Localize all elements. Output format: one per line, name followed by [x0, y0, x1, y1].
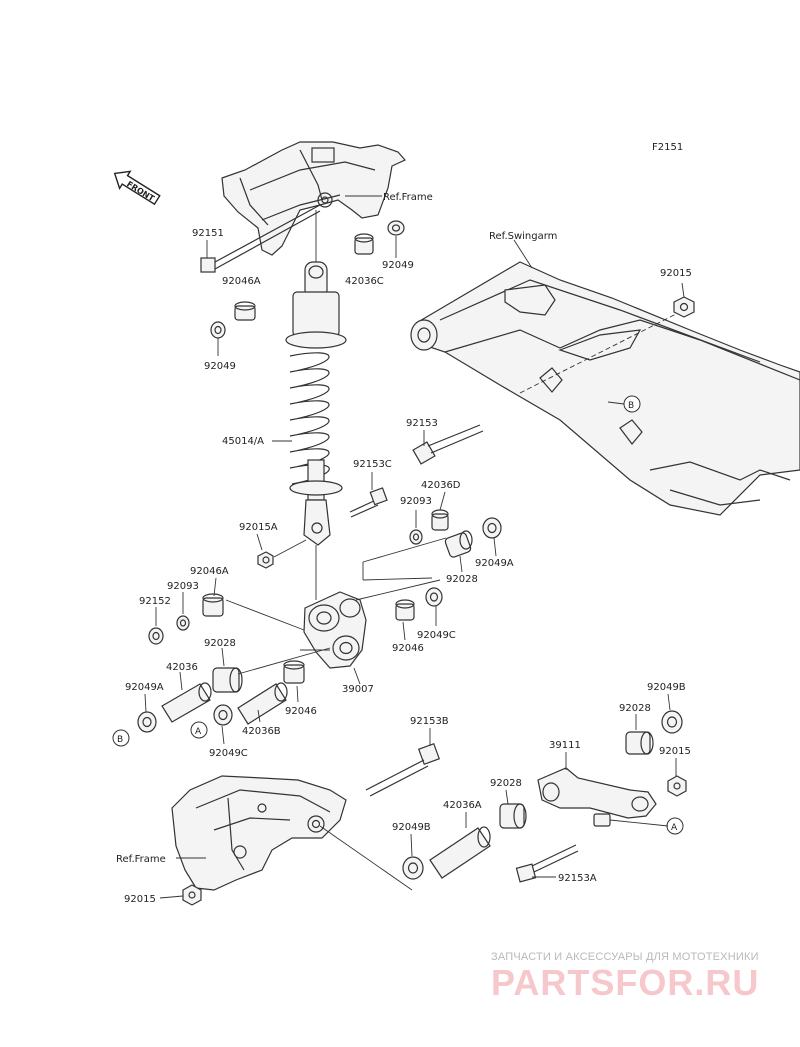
washer-92049b-top	[661, 710, 683, 734]
callout-b-swingarm: B	[623, 395, 641, 413]
collar-42036b	[237, 682, 288, 725]
bolt-92153c	[349, 487, 388, 518]
sleeve-92028-left	[212, 667, 243, 693]
washer-92093-left	[176, 615, 190, 631]
label-92153a: 92153A	[558, 873, 597, 884]
callout-b-left: B	[112, 729, 130, 747]
sleeve-92028-mid	[499, 803, 527, 829]
collar-42036c	[354, 233, 374, 255]
bushing-92046-left	[283, 660, 305, 684]
label-92049c-right: 92049C	[417, 630, 456, 641]
part-labels: F2151 Ref.Frame Ref.Swingarm Ref.Frame 9…	[116, 142, 692, 905]
label-92046a-left: 92046A	[190, 566, 229, 577]
label-92046-right: 92046	[392, 643, 424, 654]
collar-42036a	[429, 826, 491, 879]
label-92028-mid: 92028	[490, 778, 522, 789]
label-92049-left: 92049	[204, 361, 236, 372]
svg-text:B: B	[117, 735, 123, 745]
washer-92049-left	[210, 321, 226, 339]
bushing-92046-right	[395, 599, 415, 621]
ref-frame-bottom: Ref.Frame	[116, 854, 166, 865]
label-92093-left: 92093	[167, 581, 199, 592]
label-92049a-right: 92049A	[475, 558, 514, 569]
washer-92152	[148, 627, 164, 645]
bolt-92153	[412, 424, 484, 465]
tie-rod-39111	[537, 767, 657, 827]
bushing-92046a-left	[202, 593, 224, 617]
nut-92015-bottom	[182, 884, 202, 906]
diagram-code: F2151	[652, 142, 683, 153]
label-92049b-mid: 92049B	[392, 822, 431, 833]
label-92151: 92151	[192, 228, 224, 239]
label-92049b-top: 92049B	[647, 682, 686, 693]
ref-swingarm: Ref.Swingarm	[489, 231, 557, 242]
front-arrow-icon: FRONT	[113, 170, 161, 206]
label-92153c: 92153C	[353, 459, 392, 470]
label-42036: 42036	[166, 662, 198, 673]
label-42036b: 42036B	[242, 726, 281, 737]
label-92028-right: 92028	[446, 574, 478, 585]
bolt-92151	[200, 204, 321, 273]
washer-92049c-left	[213, 704, 233, 726]
label-92015-bottom: 92015	[124, 894, 156, 905]
washer-92093-right	[409, 529, 423, 545]
label-45014a: 45014/A	[222, 436, 264, 447]
relay-arm-39007	[303, 591, 367, 669]
bolt-92153a	[515, 844, 579, 883]
label-92046a-top: 92046A	[222, 276, 261, 287]
svg-text:B: B	[628, 401, 634, 411]
label-92152: 92152	[139, 596, 171, 607]
label-42036c: 42036C	[345, 276, 384, 287]
label-92028-left: 92028	[204, 638, 236, 649]
callout-a-left: A	[190, 721, 208, 739]
label-42036d: 42036D	[421, 480, 461, 491]
label-92046-left: 92046	[285, 706, 317, 717]
nut-92015a	[257, 539, 307, 569]
watermark-tagline: ЗАПЧАСТИ И АКСЕССУАРЫ ДЛЯ МОТОТЕХНИКИ	[491, 951, 759, 963]
label-39007: 39007	[342, 684, 374, 695]
label-92093-right: 92093	[400, 496, 432, 507]
sleeve-92028-right	[444, 530, 473, 558]
washer-92049a-right	[482, 517, 502, 539]
callout-a-link: A	[666, 817, 684, 835]
frame-top-drawing	[221, 141, 406, 256]
nut-92015-right	[667, 775, 687, 797]
nut-92015-top	[673, 296, 695, 318]
label-39111: 39111	[549, 740, 581, 751]
swingarm-drawing	[410, 261, 800, 516]
label-92028-link: 92028	[619, 703, 651, 714]
label-92015-top: 92015	[660, 268, 692, 279]
label-42036a: 42036A	[443, 800, 482, 811]
label-92015-right: 92015	[659, 746, 691, 757]
label-92153b: 92153B	[410, 716, 449, 727]
sleeve-92028-link	[625, 731, 654, 755]
label-92049-top: 92049	[382, 260, 414, 271]
collar-42036	[161, 682, 212, 723]
svg-text:A: A	[671, 823, 678, 833]
label-92015a: 92015A	[239, 522, 278, 533]
label-92049a-left: 92049A	[125, 682, 164, 693]
watermark-logo: PARTSFOR.RU	[491, 962, 760, 1003]
washer-92049b-mid	[402, 856, 424, 880]
frame-bottom-drawing	[171, 775, 347, 891]
ref-frame-top: Ref.Frame	[383, 192, 433, 203]
washer-92049a-left	[137, 711, 157, 733]
washer-92049c-right	[425, 587, 443, 607]
label-92153: 92153	[406, 418, 438, 429]
bushing-92046a-top	[234, 301, 256, 321]
shock-absorber-45014a	[285, 261, 347, 546]
bolt-92153b	[365, 742, 441, 797]
washer-92049-top	[387, 220, 405, 236]
svg-text:A: A	[195, 727, 202, 737]
label-92049c-left: 92049C	[209, 748, 248, 759]
collar-42036d	[431, 509, 449, 531]
